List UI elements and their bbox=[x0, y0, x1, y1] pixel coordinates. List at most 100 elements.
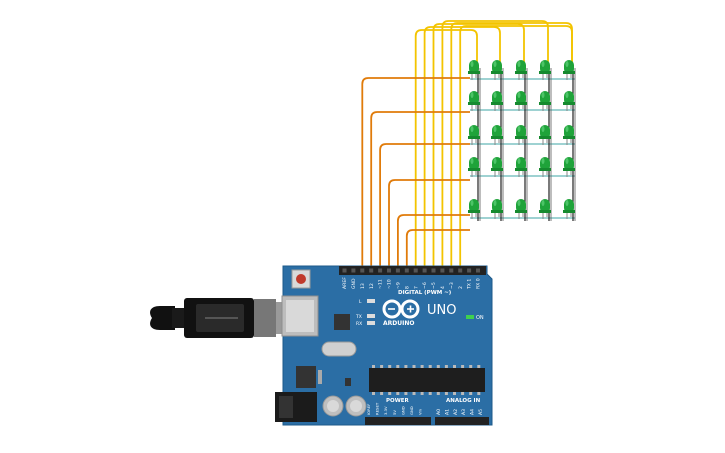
led[interactable] bbox=[515, 157, 527, 177]
analog-pin-label: A2 bbox=[453, 409, 459, 415]
analog-pin-label: A4 bbox=[470, 409, 476, 415]
column-wire[interactable] bbox=[450, 22, 573, 266]
row-select-wire[interactable] bbox=[370, 111, 470, 266]
led[interactable] bbox=[491, 91, 503, 111]
digital-header-label: DIGITAL (PWM ~) bbox=[398, 290, 452, 296]
led[interactable] bbox=[539, 125, 551, 145]
digital-pin-hole[interactable] bbox=[440, 268, 445, 273]
analog-pin-label: A5 bbox=[478, 409, 484, 415]
led[interactable] bbox=[563, 199, 575, 219]
usb-cable[interactable] bbox=[150, 298, 288, 338]
digital-pin-label: 13 bbox=[360, 283, 366, 289]
column-wire[interactable] bbox=[432, 23, 525, 266]
led[interactable] bbox=[468, 157, 480, 177]
led[interactable] bbox=[563, 91, 575, 111]
digital-pin-hole[interactable] bbox=[449, 268, 454, 273]
led-rx-indicator bbox=[367, 321, 375, 325]
led[interactable] bbox=[563, 125, 575, 145]
digital-pin-hole[interactable] bbox=[476, 268, 480, 273]
digital-pin-label: ~9 bbox=[396, 282, 402, 289]
power-pin-label: GND bbox=[400, 406, 405, 415]
power-pin-label: GND bbox=[409, 406, 414, 415]
analog-header[interactable] bbox=[435, 417, 489, 425]
digital-pin-label: ~11 bbox=[378, 279, 384, 289]
led-matrix bbox=[468, 60, 575, 219]
voltage-regulator bbox=[296, 366, 316, 388]
digital-pin-hole[interactable] bbox=[342, 268, 347, 273]
row-select-wire[interactable] bbox=[361, 77, 470, 266]
power-header[interactable] bbox=[365, 417, 431, 425]
digital-pin-hole[interactable] bbox=[422, 268, 427, 273]
led[interactable] bbox=[539, 60, 551, 80]
led-rx-label: RX bbox=[356, 321, 362, 327]
column-wire[interactable] bbox=[459, 25, 573, 266]
digital-pin-hole[interactable] bbox=[378, 268, 383, 273]
led-tx-label: TX bbox=[355, 314, 362, 320]
digital-pin-hole[interactable] bbox=[413, 268, 418, 273]
digital-pin-label: ~10 bbox=[387, 279, 393, 289]
led[interactable] bbox=[515, 199, 527, 219]
atmega-chip bbox=[369, 368, 485, 392]
digital-pin-label: 8 bbox=[404, 286, 410, 289]
row-select-wire[interactable] bbox=[397, 214, 470, 266]
digital-pin-hole[interactable] bbox=[395, 268, 400, 273]
led[interactable] bbox=[563, 157, 575, 177]
power-pin-label: RESET bbox=[375, 402, 380, 415]
digital-pin-hole[interactable] bbox=[431, 268, 436, 273]
digital-header[interactable] bbox=[339, 266, 486, 275]
led[interactable] bbox=[539, 199, 551, 219]
power-pin-label: 5V bbox=[392, 410, 397, 415]
digital-pin-label: ~6 bbox=[422, 282, 428, 289]
digital-pin-label: GND bbox=[351, 278, 357, 289]
digital-pin-hole[interactable] bbox=[360, 268, 365, 273]
led[interactable] bbox=[539, 91, 551, 111]
analog-pin-label: A0 bbox=[436, 409, 442, 415]
row-select-wire[interactable] bbox=[405, 229, 470, 266]
led[interactable] bbox=[515, 91, 527, 111]
digital-pin-hole[interactable] bbox=[404, 268, 409, 273]
brand-label: ARDUINO bbox=[383, 320, 414, 327]
led[interactable] bbox=[491, 125, 503, 145]
digital-pin-label: TX 1 bbox=[467, 279, 473, 290]
power-label: POWER bbox=[386, 398, 410, 404]
power-pin-label: Vin bbox=[418, 408, 423, 415]
reset-button[interactable] bbox=[291, 269, 311, 289]
arduino-board[interactable]: ARDUINO UNO ON DIGITAL (PWM ~) POWER ANA… bbox=[275, 265, 493, 426]
led[interactable] bbox=[563, 60, 575, 80]
row-select-wire[interactable] bbox=[388, 179, 470, 266]
digital-pin-hole[interactable] bbox=[369, 268, 374, 273]
led[interactable] bbox=[491, 157, 503, 177]
led[interactable] bbox=[515, 60, 527, 80]
digital-pin-label: 12 bbox=[369, 283, 375, 289]
led[interactable] bbox=[468, 91, 480, 111]
digital-pin-hole[interactable] bbox=[458, 268, 463, 273]
column-wire[interactable] bbox=[414, 29, 478, 266]
digital-pin-label: AREF bbox=[342, 277, 348, 289]
led[interactable] bbox=[491, 199, 503, 219]
digital-pin-label: ~5 bbox=[431, 282, 437, 289]
analog-in-label: ANALOG IN bbox=[446, 398, 481, 404]
led[interactable] bbox=[468, 125, 480, 145]
power-pin-label: IOREF bbox=[366, 404, 371, 415]
power-pin-label: 3.3V bbox=[383, 406, 388, 415]
digital-pin-hole[interactable] bbox=[351, 268, 356, 273]
led[interactable] bbox=[515, 125, 527, 145]
model-label: UNO bbox=[427, 303, 456, 318]
row-select-wire[interactable] bbox=[379, 143, 470, 266]
analog-pin-label: A3 bbox=[461, 409, 467, 415]
digital-pin-hole[interactable] bbox=[467, 268, 472, 273]
led[interactable] bbox=[468, 199, 480, 219]
column-wire[interactable] bbox=[441, 20, 549, 266]
led[interactable] bbox=[468, 60, 480, 80]
digital-pin-hole[interactable] bbox=[387, 268, 391, 273]
infinity-logo bbox=[382, 299, 420, 319]
usb-controller-chip bbox=[334, 314, 350, 330]
led[interactable] bbox=[491, 60, 503, 80]
led[interactable] bbox=[539, 157, 551, 177]
digital-pin-label: 2 bbox=[458, 286, 464, 289]
led-tx-indicator bbox=[367, 314, 375, 318]
